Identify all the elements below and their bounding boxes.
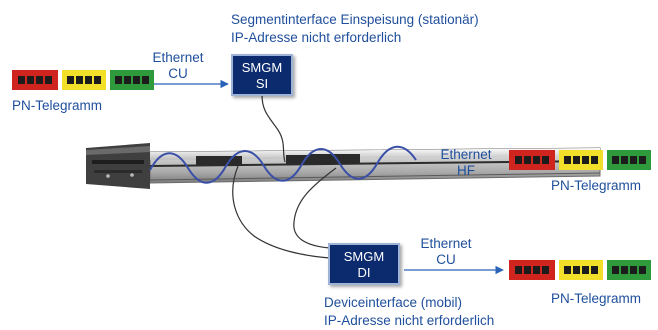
ethernet-label: Ethernet: [152, 50, 204, 65]
smgm-di-line2: DI: [357, 265, 371, 280]
di-caption-line2: IP-Adresse nicht erforderlich: [324, 313, 495, 328]
hf-label: HF: [457, 163, 475, 178]
si-caption-line1: Segmentinterface Einspeisung (stationär): [231, 12, 479, 27]
cu-label: CU: [436, 252, 456, 267]
smgm-di-box: SMGM DI: [328, 243, 400, 285]
ethernet-cu-label-bottom: Ethernet CU: [416, 236, 476, 268]
slotted-rail-icon: [86, 143, 601, 189]
pn-telegram-label-left: PN-Telegramm: [12, 98, 103, 113]
ethernet-hf-label: Ethernet HF: [436, 147, 496, 179]
si-cable: [261, 94, 286, 163]
pn-telegram-packet-icon: [509, 150, 651, 170]
smgm-di-line1: SMGM: [343, 249, 385, 264]
ethernet-label: Ethernet: [440, 147, 492, 162]
pn-telegram-packet-icon: [12, 70, 154, 90]
di-caption-line1: Deviceinterface (mobil): [324, 295, 463, 310]
di-cable-right: [293, 167, 337, 249]
smgm-si-line2: SI: [255, 76, 269, 91]
smgm-si-box: SMGM SI: [231, 54, 293, 96]
pn-telegram-label-right: PN-Telegramm: [551, 178, 642, 193]
ethernet-label: Ethernet: [420, 236, 472, 251]
smgm-si-line1: SMGM: [241, 60, 283, 75]
di-cable-left: [232, 165, 331, 259]
si-caption-line2: IP-Adresse nicht erforderlich: [231, 30, 402, 45]
cu-label: CU: [168, 66, 188, 81]
pn-telegram-label-bottom: PN-Telegramm: [551, 291, 642, 306]
ethernet-cu-label-left: Ethernet CU: [148, 50, 208, 82]
sine-wave-icon: [149, 145, 417, 184]
pn-telegram-packet-icon: [509, 260, 651, 280]
